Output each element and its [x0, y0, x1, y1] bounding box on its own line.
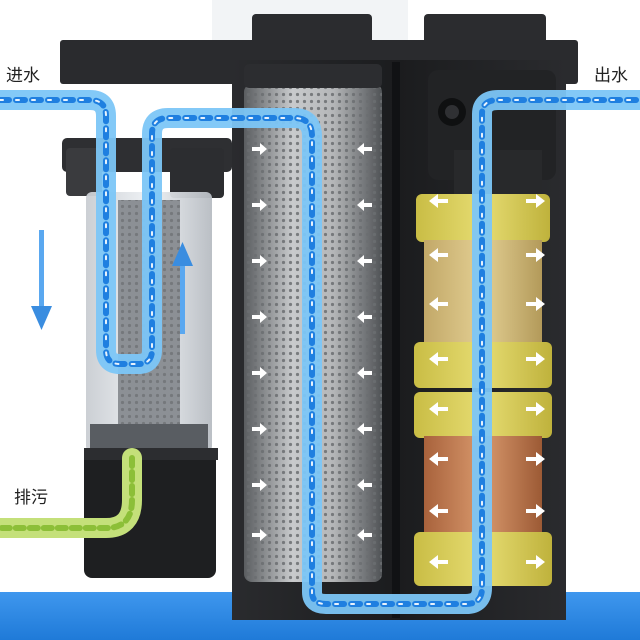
water-flow-highlight	[0, 99, 640, 605]
white-arrow	[252, 479, 267, 491]
media-flow-arrows	[429, 194, 545, 569]
white-arrow	[357, 479, 372, 491]
white-arrow	[429, 402, 448, 416]
white-arrow	[252, 199, 267, 211]
white-arrow	[526, 402, 545, 416]
white-arrow	[526, 248, 545, 262]
prefilter-base	[84, 448, 216, 578]
prefilter-debris	[90, 424, 208, 450]
carbon-flow-arrows	[252, 143, 372, 541]
white-arrow	[429, 452, 448, 466]
white-arrow	[526, 352, 545, 366]
white-arrow	[252, 311, 267, 323]
waste-flow-braid	[0, 455, 135, 531]
white-arrow	[526, 297, 545, 311]
white-arrow	[429, 555, 448, 569]
white-arrow	[429, 194, 448, 208]
pump-port-inner	[445, 105, 459, 119]
inlet-label: 进水	[6, 66, 40, 86]
top-handle-right	[424, 14, 546, 44]
white-arrow	[357, 311, 372, 323]
down-arrow-icon	[31, 230, 52, 330]
white-arrow	[357, 423, 372, 435]
white-arrow	[429, 297, 448, 311]
white-arrow	[252, 143, 267, 155]
white-arrow	[357, 255, 372, 267]
white-arrow	[357, 199, 372, 211]
white-arrow	[252, 367, 267, 379]
white-arrow	[526, 452, 545, 466]
divider-wall	[392, 62, 400, 618]
white-arrow	[252, 423, 267, 435]
white-arrow	[357, 143, 372, 155]
white-arrow	[526, 504, 545, 518]
outlet-label: 出水	[594, 66, 628, 86]
prefilter-knob-right	[170, 148, 224, 198]
prefilter-knob-left	[66, 148, 102, 196]
top-handle-left	[252, 14, 372, 44]
carbon-cylinder-top	[244, 64, 382, 88]
up-arrow-icon	[172, 242, 193, 334]
prefilter-base-lip	[84, 448, 218, 460]
white-arrow	[429, 352, 448, 366]
white-arrow	[357, 367, 372, 379]
white-arrow	[252, 255, 267, 267]
white-arrow	[357, 529, 372, 541]
white-arrow	[252, 529, 267, 541]
drain-label: 排污	[14, 488, 48, 508]
white-arrow	[429, 504, 448, 518]
pump-neck	[454, 150, 542, 194]
white-arrow	[526, 194, 545, 208]
white-arrow	[526, 555, 545, 569]
white-arrow	[429, 248, 448, 262]
